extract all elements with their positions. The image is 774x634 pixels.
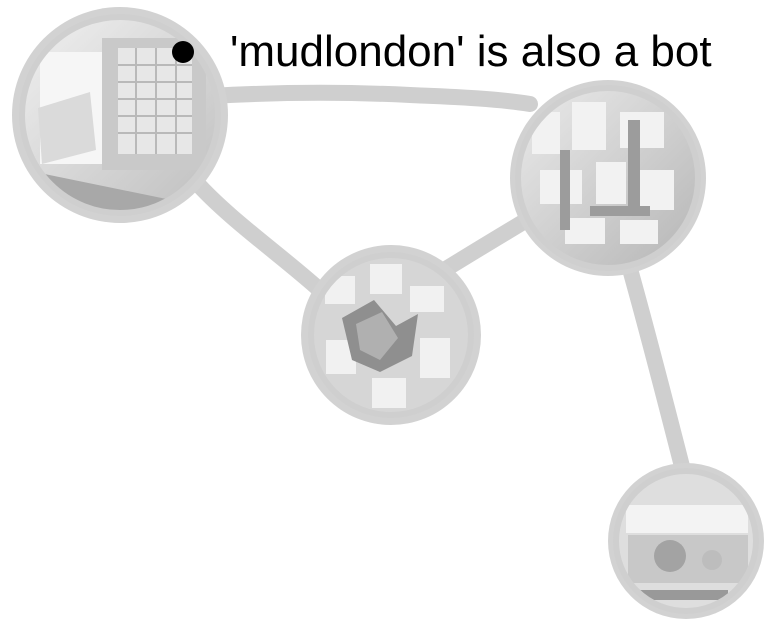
node-2 [510, 80, 706, 276]
link-node-1-node-2 [202, 84, 538, 112]
bullet-line: 'mudlondon' is also a bot [172, 22, 712, 82]
node-2-photo [518, 88, 698, 268]
link-node-1-node-3 [188, 174, 330, 300]
bullet-text: 'mudlondon' is also a bot [230, 27, 712, 76]
node-3-photo [311, 255, 471, 415]
bullet-point [172, 41, 194, 63]
diagram-links [188, 84, 693, 486]
node-4-photo [616, 471, 756, 611]
node-4 [608, 463, 764, 619]
link-node-2-node-4 [620, 254, 693, 486]
link-node-3-node-2 [433, 207, 543, 280]
node-3 [301, 245, 481, 425]
